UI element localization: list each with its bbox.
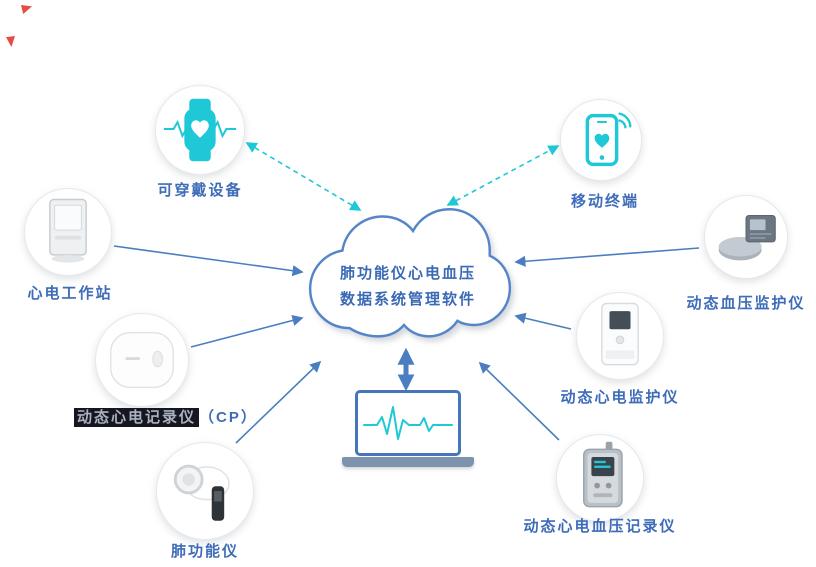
laptop-terminal: [342, 390, 474, 467]
node-ecg-monitor: [576, 292, 664, 380]
ecg-bp-recorder-device-image: [583, 441, 623, 508]
ecg-monitor-device-image: [601, 302, 639, 366]
ecg-recorder-device-image: [109, 331, 175, 389]
wearable-label: 可穿戴设备: [157, 182, 243, 199]
mobile-terminal-label: 移动终端: [570, 193, 639, 210]
ecg-monitor-label: 动态心电监护仪: [560, 389, 680, 406]
cloud-title-line2: 数据系统管理软件: [339, 290, 476, 308]
smartphone-heart-icon: [585, 112, 632, 167]
node-bp-monitor: [704, 195, 788, 279]
cloud-title: 肺功能仪心电血压 数据系统管理软件: [292, 202, 524, 357]
screen-artifact-mark: [21, 5, 32, 14]
bp-monitor-device-image: [718, 215, 776, 261]
ecg-recorder-label-suffix: （CP）: [199, 409, 258, 426]
node-spirometer: [156, 442, 254, 540]
laptop-base: [342, 457, 474, 467]
ecg-workstation-device-image: [49, 198, 87, 263]
spirometer-device-image: [173, 464, 230, 521]
node-mobile-terminal: [560, 99, 642, 181]
laptop-ecg-waveform-icon: [363, 406, 453, 440]
ecg-recorder-label-highlight: 动态心电记录仪: [74, 408, 200, 427]
cloud-title-line1: 肺功能仪心电血压: [339, 264, 476, 282]
ecg-workstation-label: 心电工作站: [27, 285, 113, 302]
node-wearable-device: [155, 85, 245, 175]
node-ecg-recorder: [95, 313, 189, 407]
node-ecg-bp-recorder: [556, 434, 644, 522]
laptop-screen: [355, 390, 461, 456]
ecg-recorder-label: 动态心电记录仪（CP）: [74, 406, 258, 427]
screen-artifact-mark: [6, 36, 15, 47]
cloud-shape: [308, 207, 512, 338]
bp-monitor-label: 动态血压监护仪: [686, 295, 806, 312]
cloud-management-software: 肺功能仪心电血压 数据系统管理软件: [292, 202, 524, 357]
smartwatch-heart-icon: [163, 98, 237, 162]
spirometer-label: 肺功能仪: [170, 543, 239, 560]
node-ecg-workstation: [24, 188, 112, 276]
ecg-bp-recorder-label: 动态心电血压记录仪: [523, 518, 677, 535]
